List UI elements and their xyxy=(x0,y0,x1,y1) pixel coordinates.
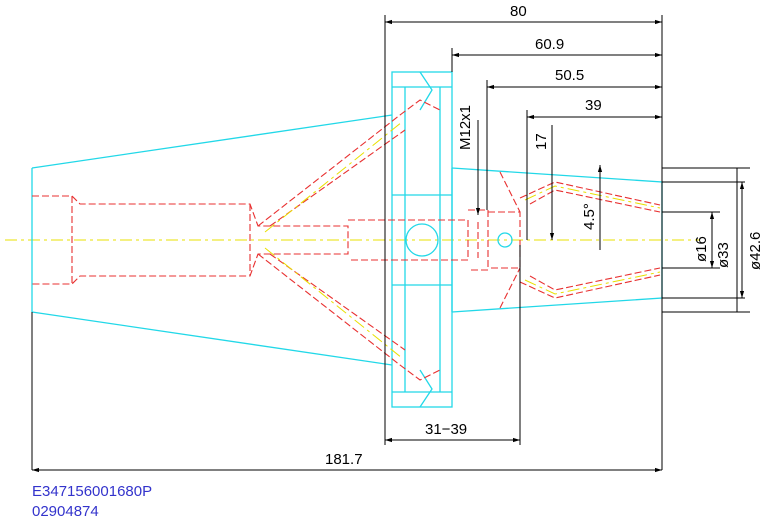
dim-dia-33: ø33 xyxy=(715,242,732,268)
dim-60-9: 60.9 xyxy=(535,36,564,53)
dim-dia-16: ø16 xyxy=(693,236,710,262)
part-code: E347156001680P xyxy=(32,483,152,500)
dim-50-5: 50.5 xyxy=(555,67,584,84)
dim-17: 17 xyxy=(533,133,550,150)
dim-39: 39 xyxy=(585,97,602,114)
dim-angle: 4.5° xyxy=(581,203,598,230)
dim-thread: M12x1 xyxy=(457,105,474,150)
hidden-bore xyxy=(32,99,661,381)
dim-total-length: 181.7 xyxy=(325,451,363,468)
dim-dia-42-6: ø42.6 xyxy=(747,232,764,270)
dimension-lines xyxy=(31,15,750,473)
taper-outline xyxy=(31,114,393,366)
part-number: 02904874 xyxy=(32,503,99,520)
dim-clamp-range: 31−39 xyxy=(425,421,467,438)
dim-80: 80 xyxy=(510,3,527,20)
thread-lines xyxy=(264,121,661,359)
